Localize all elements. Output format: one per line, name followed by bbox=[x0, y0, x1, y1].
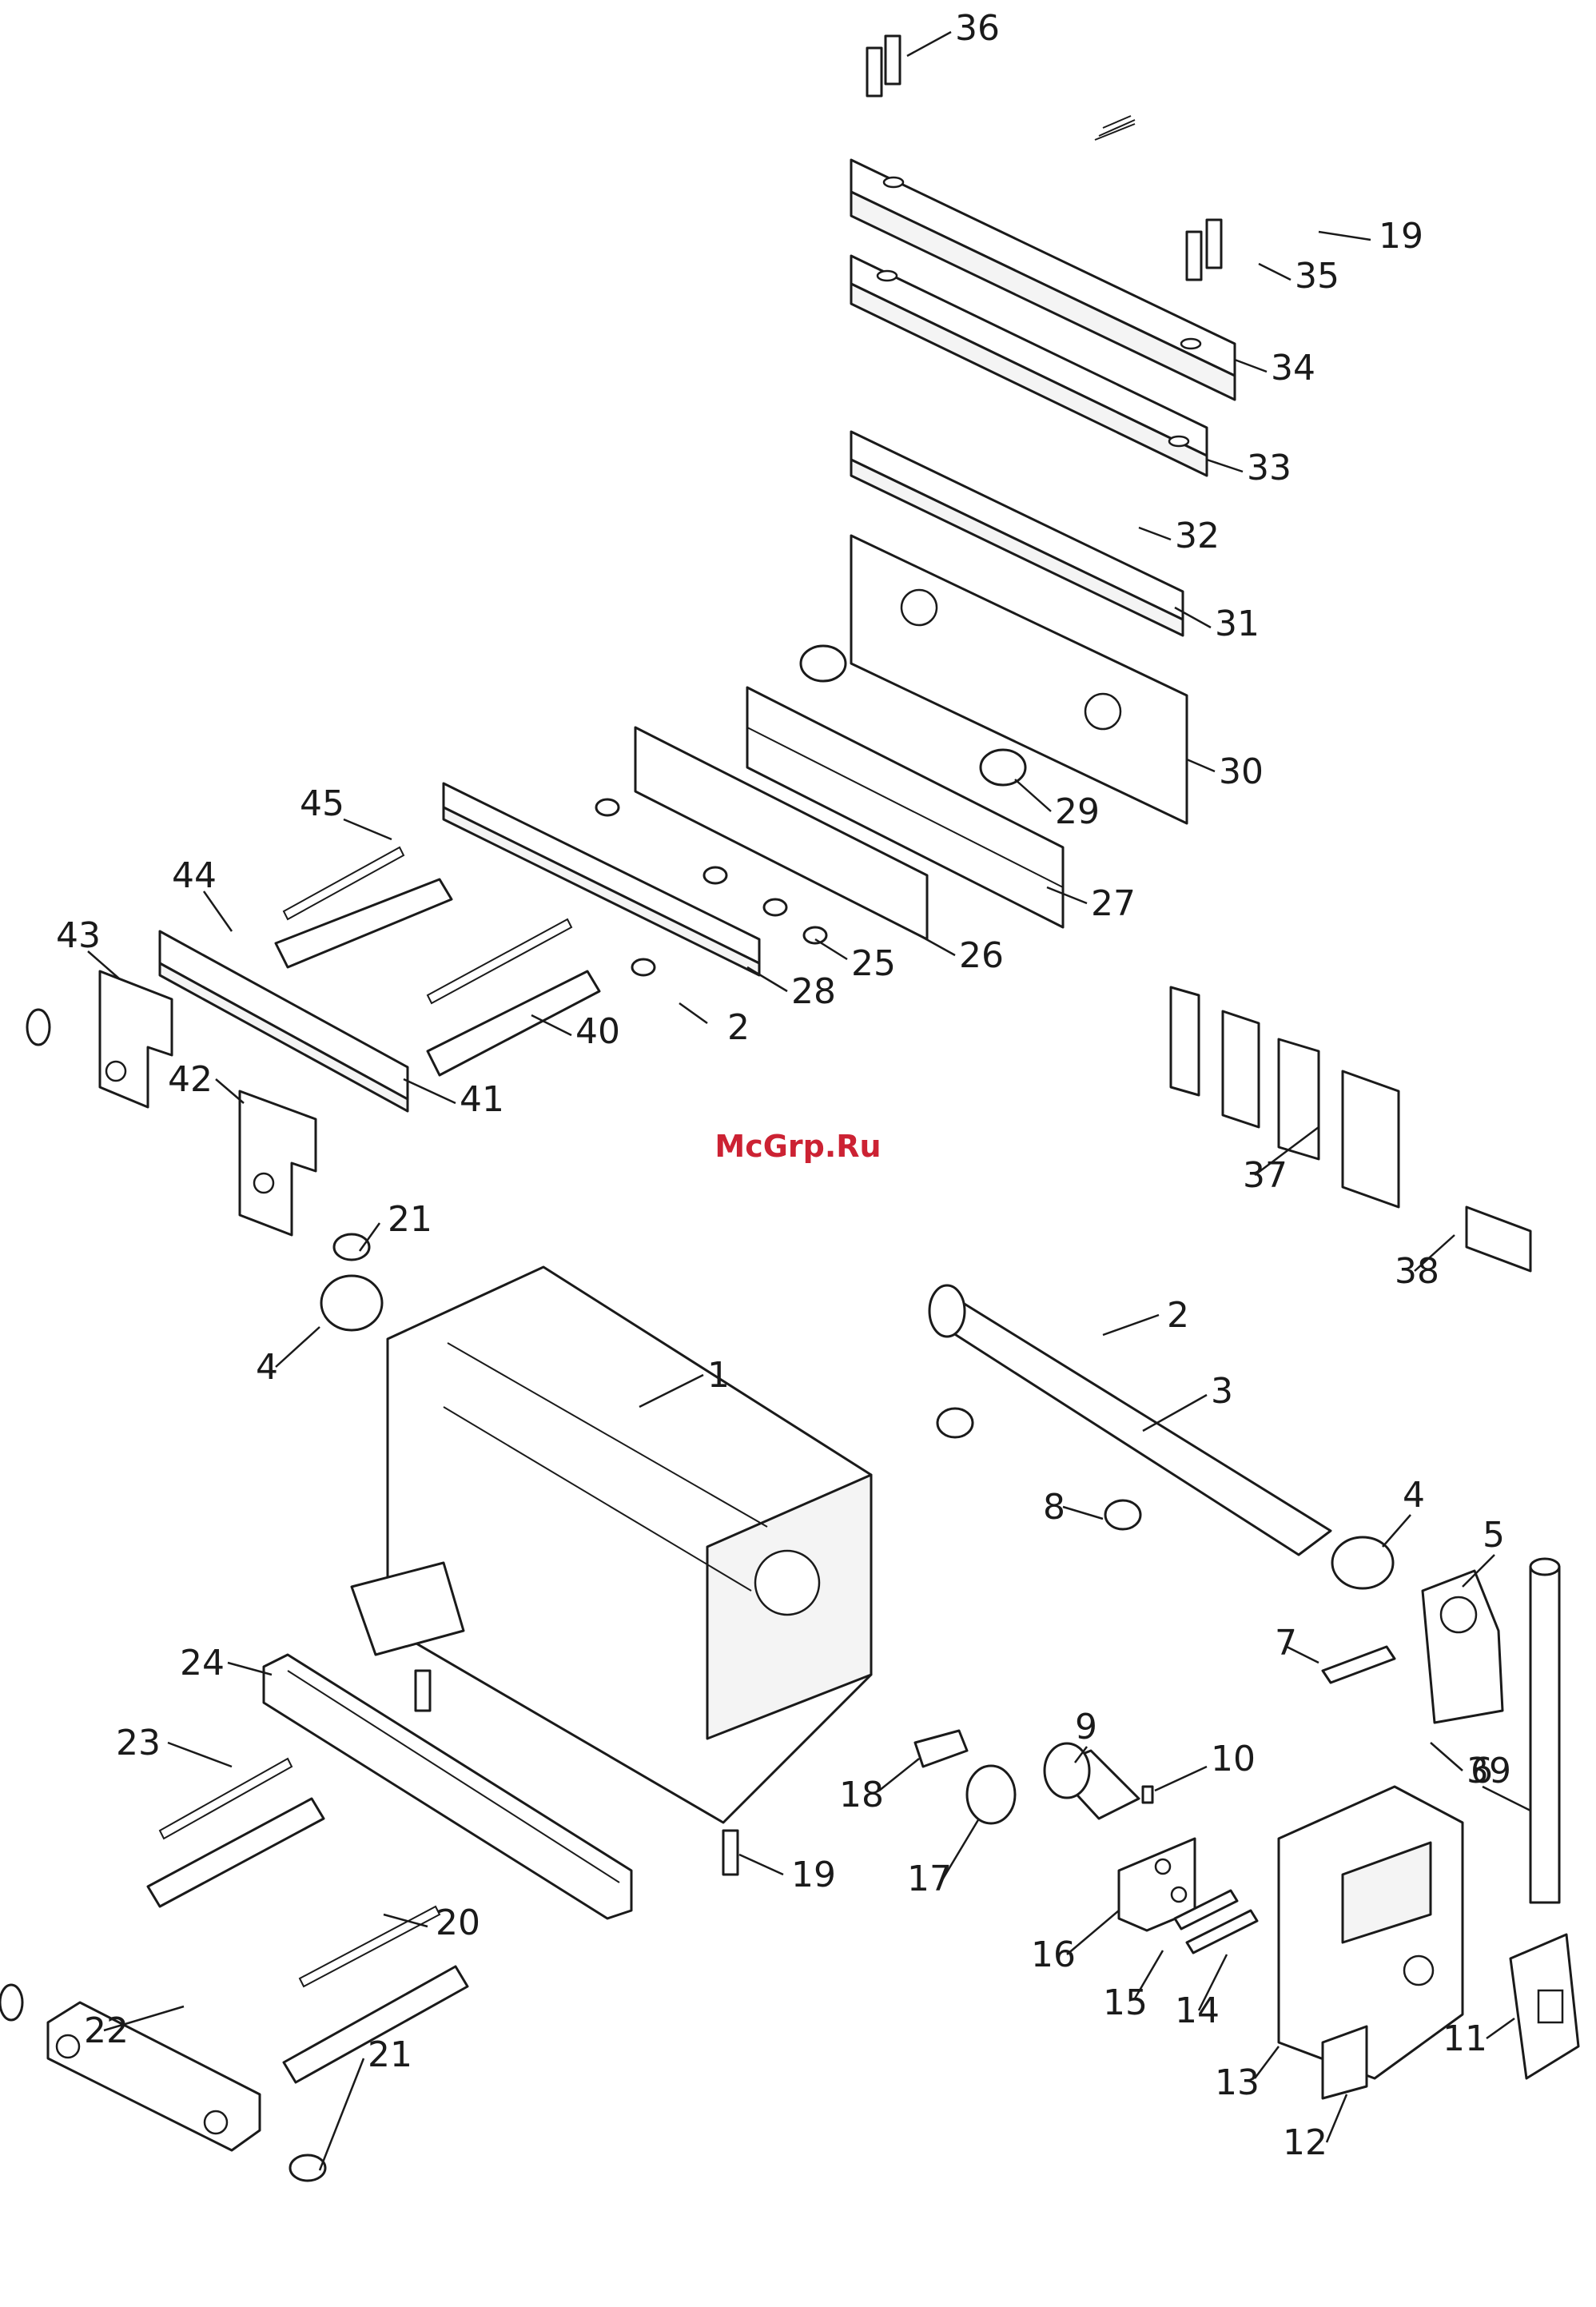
leader-line bbox=[1187, 759, 1215, 771]
callout-label: 2 bbox=[1167, 1295, 1189, 1336]
leader-line bbox=[1207, 460, 1243, 472]
part-20-rods bbox=[148, 1799, 468, 2082]
leader-line bbox=[1383, 1515, 1411, 1547]
part-19-screw-top bbox=[1095, 116, 1135, 140]
leader-line bbox=[1235, 360, 1267, 372]
leader-line bbox=[1431, 1743, 1463, 1771]
part-43-bracket bbox=[100, 971, 172, 1107]
callout-label: 13 bbox=[1215, 2062, 1260, 2103]
callout-label: 29 bbox=[1055, 791, 1100, 832]
callout-label: 21 bbox=[388, 1199, 432, 1240]
callout-label: 12 bbox=[1283, 2122, 1327, 2163]
leader-line bbox=[907, 32, 951, 56]
callout-label: 18 bbox=[839, 1775, 884, 1815]
part-11-socket bbox=[1510, 1934, 1578, 2078]
leader-line bbox=[384, 1915, 428, 1926]
callout-label: 20 bbox=[436, 1903, 480, 1943]
leader-line bbox=[739, 1855, 783, 1875]
leader-line bbox=[679, 1003, 707, 1023]
part-9-shaft-gear bbox=[1045, 1743, 1139, 1819]
callout-label: 5 bbox=[1483, 1515, 1505, 1556]
callout-label: 15 bbox=[1103, 1982, 1148, 2023]
leader-line bbox=[747, 967, 787, 991]
callout-label: 4 bbox=[1403, 1475, 1425, 1516]
callout-label: 38 bbox=[1395, 1251, 1439, 1292]
callout-label: 23 bbox=[116, 1723, 161, 1763]
callout-label: 19 bbox=[791, 1855, 836, 1895]
callout-label: 30 bbox=[1219, 751, 1264, 792]
part-17-gear bbox=[967, 1766, 1015, 1823]
leader-line bbox=[1487, 2018, 1514, 2038]
leader-line bbox=[1063, 1507, 1103, 1519]
leader-line bbox=[531, 1015, 571, 1035]
callout-label: 26 bbox=[959, 935, 1004, 976]
part-1-frame bbox=[352, 1267, 871, 1823]
leader-line bbox=[1319, 232, 1371, 240]
callout-label: 21 bbox=[368, 2034, 412, 2075]
callout-label: 35 bbox=[1295, 256, 1339, 297]
callout-label: 8 bbox=[1043, 1487, 1065, 1528]
callout-label: 28 bbox=[791, 971, 836, 1012]
part-5-gear-segment bbox=[1423, 1571, 1502, 1723]
leader-line bbox=[1155, 1767, 1207, 1791]
callout-label: 9 bbox=[1075, 1707, 1097, 1747]
callout-label: 41 bbox=[460, 1079, 504, 1120]
part-6-handle bbox=[1530, 1559, 1559, 1903]
callout-label: 19 bbox=[1379, 216, 1423, 257]
part-7-pin bbox=[1323, 1647, 1395, 1683]
callout-label: 42 bbox=[168, 1059, 213, 1100]
leader-line bbox=[879, 1759, 919, 1791]
callout-label: 27 bbox=[1091, 883, 1136, 924]
leader-line bbox=[276, 1327, 320, 1367]
callout-label: 45 bbox=[300, 783, 344, 824]
callout-label: 31 bbox=[1215, 604, 1260, 644]
leader-line bbox=[204, 891, 232, 931]
callout-label: 33 bbox=[1247, 448, 1292, 488]
leader-line bbox=[1103, 1315, 1159, 1335]
callout-label: 11 bbox=[1443, 2018, 1487, 2059]
callout-label: 25 bbox=[851, 943, 896, 984]
watermark: McGrp.Ru bbox=[0, 1129, 1596, 1164]
callout-label: 24 bbox=[180, 1643, 225, 1683]
callout-label: 2 bbox=[727, 1007, 750, 1048]
callout-label: 17 bbox=[907, 1859, 952, 1899]
callout-label: 1 bbox=[707, 1355, 730, 1396]
leader-line bbox=[1327, 2094, 1347, 2142]
leader-line bbox=[1143, 1395, 1207, 1431]
callout-label: 22 bbox=[84, 2010, 129, 2051]
callout-label: 40 bbox=[575, 1011, 620, 1052]
part-10-key bbox=[1143, 1787, 1152, 1803]
callout-label: 32 bbox=[1175, 516, 1220, 556]
callout-label: 7 bbox=[1275, 1623, 1297, 1664]
callout-label: 10 bbox=[1211, 1739, 1256, 1779]
leader-line bbox=[1259, 264, 1291, 280]
part-18-pin bbox=[915, 1731, 967, 1767]
part-4-bushing-left bbox=[321, 1276, 382, 1330]
part-22-front-bar bbox=[48, 2002, 260, 2150]
leader-line bbox=[919, 935, 955, 955]
leader-line bbox=[815, 939, 847, 959]
callout-label: 14 bbox=[1175, 1990, 1220, 2031]
leader-line bbox=[320, 2058, 364, 2170]
leader-line bbox=[344, 819, 392, 839]
callout-label: 4 bbox=[256, 1347, 278, 1388]
leader-line bbox=[1139, 528, 1171, 540]
callout-label: 44 bbox=[172, 855, 217, 896]
callout-label: 16 bbox=[1031, 1934, 1076, 1975]
part-38-die bbox=[1467, 1207, 1530, 1271]
callout-label: 34 bbox=[1271, 348, 1315, 388]
callout-label: 39 bbox=[1467, 1751, 1511, 1791]
leader-line bbox=[168, 1743, 232, 1767]
leader-line bbox=[1015, 779, 1051, 811]
callout-label: 43 bbox=[56, 915, 101, 956]
callout-label: 36 bbox=[955, 8, 1000, 49]
callout-label: 3 bbox=[1211, 1371, 1233, 1412]
part-13-housing bbox=[1279, 1787, 1463, 2078]
leader-line bbox=[404, 1079, 456, 1103]
